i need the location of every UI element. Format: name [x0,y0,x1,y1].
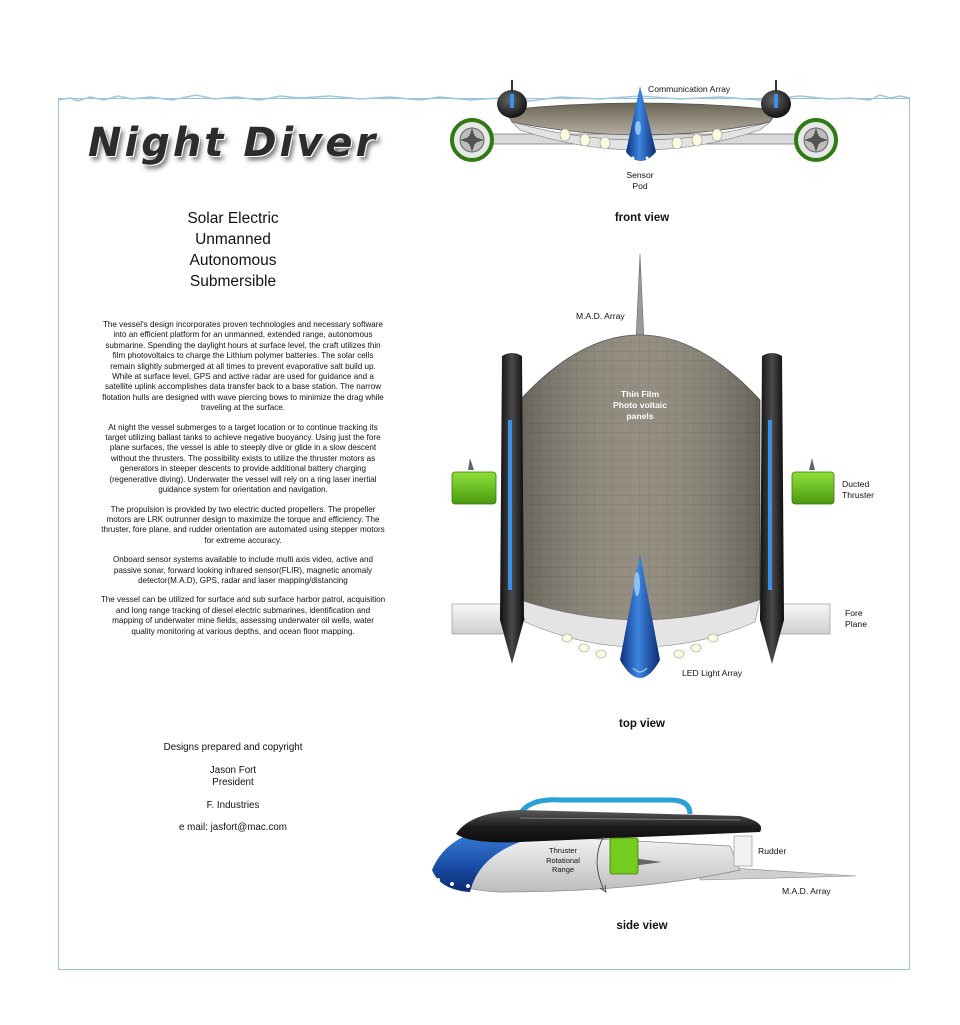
label-sensor-pod-line: Sensor [626,170,654,180]
label-thruster-range-line: Thruster [549,846,577,855]
description-paragraph: Onboard sensor systems available to incl… [112,555,374,585]
label-fore-plane-line: Fore [845,608,863,618]
front-view-label: front view [614,212,670,224]
credits: Designs prepared and copyright Jason For… [128,742,338,835]
subtitle-line: Unmanned [195,231,271,248]
credits-email: e mail: jasfort@mac.com [179,822,287,833]
credits-name: Jason Fort [209,764,257,776]
label-thruster-range-line: Range [551,865,575,874]
label-thin-film-line: Thin Film [620,389,660,399]
description-paragraph: The vessel's design incorporates proven … [102,320,384,413]
subtitle-line: Solar Electric [187,210,279,227]
credits-company: F. Industries [206,799,260,811]
credits-line: Designs prepared and copyright [163,742,303,753]
subtitle-line: Submersible [189,273,277,290]
label-ducted-thruster-line: Thruster [842,490,874,500]
water-surface [57,94,911,102]
label-thruster-range-line: Rotational [546,855,580,865]
top-view-label: top view [618,718,665,730]
side-view-drawing [432,797,857,893]
front-view-drawing [450,80,838,166]
label-thruster-rotational-range: Thruster Rotational Range [540,846,586,875]
label-ducted-thruster: Ducted Thruster [842,479,874,501]
top-view-drawing [451,253,835,678]
label-thin-film-line: panels [626,411,654,421]
label-led-light-array: LED Light Array [682,668,743,678]
label-side-mad-array: M.A.D. Array [782,886,831,896]
label-thin-film-panels: Thin Film Photo voltaic panels [600,389,680,422]
label-mad-array: M.A.D. Array [576,311,625,321]
description-paragraph: At night the vessel submerges to a targe… [105,422,381,495]
subtitle-line: Autonomous [189,252,277,269]
label-rudder: Rudder [758,846,787,856]
label-thin-film-line: Photo voltaic [613,400,667,410]
credits-role: President [212,777,254,788]
description: The vessel's design incorporates proven … [100,320,386,646]
label-sensor-pod: Sensor Pod [620,170,660,192]
side-view-label: side view [616,920,668,932]
description-paragraph: The propulsion is provided by two electr… [101,504,385,545]
label-ducted-thruster-line: Ducted [842,479,870,489]
label-fore-plane: Fore Plane [845,608,867,630]
page-title: Night Diver [88,120,379,166]
label-fore-plane-line: Plane [845,619,867,629]
subtitle: Solar Electric Unmanned Autonomous Subme… [140,208,326,292]
label-sensor-pod-line: Pod [632,181,648,191]
description-paragraph: The vessel can be utilized for surface a… [100,595,386,636]
label-communication-array: Communication Array [648,84,731,94]
